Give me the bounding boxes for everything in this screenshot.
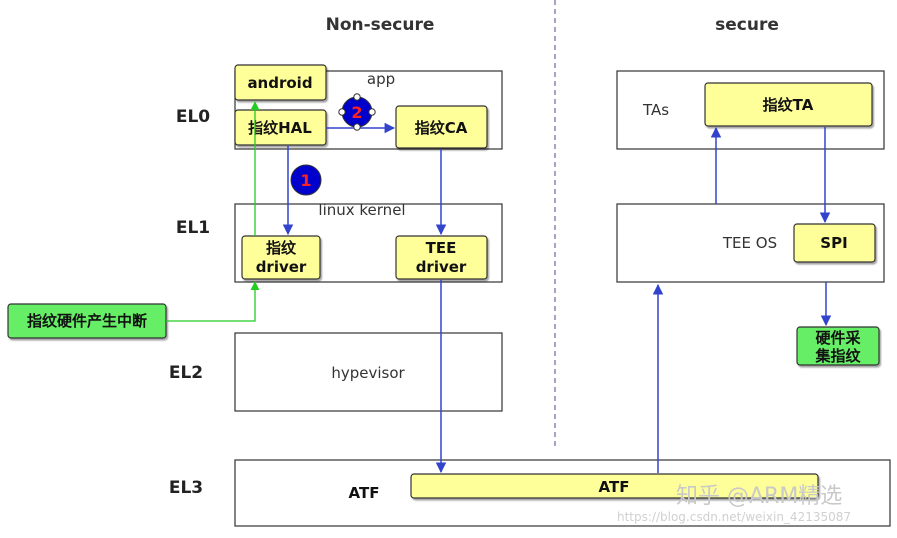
app-label: app — [367, 70, 395, 88]
fp-ca-label: 指纹CA — [415, 119, 468, 137]
atf-bar — [410, 473, 819, 499]
fp-ta-label: 指纹TA — [763, 96, 814, 114]
step-2-label: 2 — [351, 103, 362, 122]
fp-ca-box — [395, 105, 488, 149]
tee-driver-label-2: driver — [416, 258, 467, 276]
level-el0: EL0 — [176, 107, 210, 127]
atf-left-label: ATF — [349, 484, 380, 502]
fp-ta-box — [704, 82, 873, 127]
step-marker-2: 2 — [338, 93, 376, 131]
android-label: android — [247, 74, 312, 92]
kernel-label: linux kernel — [318, 201, 405, 219]
fp-driver-box — [241, 235, 321, 280]
hw-collect-label-2: 集指纹 — [814, 347, 861, 365]
hypervisor-label: hypevisor — [331, 364, 405, 382]
fp-driver-label-2: driver — [256, 258, 307, 276]
tee-os-label: TEE OS — [722, 234, 777, 252]
fp-interrupt-label: 指纹硬件产生中断 — [27, 312, 147, 330]
tee-driver-label-1: TEE — [426, 239, 457, 257]
spi-label: SPI — [820, 234, 847, 252]
level-el1: EL1 — [176, 218, 210, 238]
watermark-url: https://blog.csdn.net/weixin_42135087 — [617, 510, 851, 524]
fp-hal-label: 指纹HAL — [248, 119, 312, 137]
atf-bar-label: ATF — [599, 478, 630, 496]
watermark-brand: 知乎 @ARM精选 — [676, 484, 842, 509]
tas-label: TAs — [642, 101, 669, 119]
level-el3: EL3 — [169, 478, 203, 498]
spi-box — [793, 223, 876, 263]
tee-driver-box — [395, 235, 488, 280]
secure-header: secure — [715, 15, 779, 35]
step-1-label: 1 — [300, 171, 311, 190]
arrow-interrupt-to-fp-driver — [166, 281, 260, 322]
step-marker-1: 1 — [290, 164, 322, 196]
non-secure-header: Non-secure — [326, 15, 435, 35]
fp-driver-label-1: 指纹 — [266, 239, 297, 257]
hw-collect-label-1: 硬件采 — [815, 329, 861, 347]
hypervisor-region — [234, 332, 503, 412]
hw-collect-box — [796, 326, 880, 366]
android-box — [234, 64, 327, 101]
level-el2: EL2 — [169, 363, 203, 383]
